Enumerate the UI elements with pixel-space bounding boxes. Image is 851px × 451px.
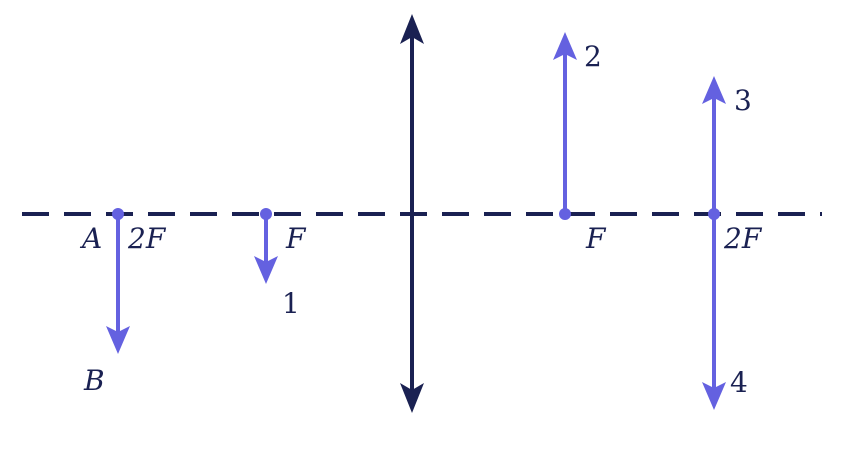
lens-top-arrowhead xyxy=(400,14,424,44)
arrow-4-head xyxy=(702,382,726,410)
label-point-a: A xyxy=(79,222,102,255)
converging-lens xyxy=(400,14,424,413)
image-arrow-3 xyxy=(702,76,726,212)
label-left-2f: 2F xyxy=(127,222,167,255)
label-right-f: F xyxy=(585,222,607,255)
label-arrow-3: 3 xyxy=(734,84,752,117)
label-arrow-1: 1 xyxy=(282,287,300,320)
point-f-left xyxy=(260,208,272,220)
object-arrowhead xyxy=(106,326,130,354)
label-arrow-4: 4 xyxy=(730,366,748,399)
label-left-f: F xyxy=(285,222,307,255)
label-arrow-2: 2 xyxy=(584,40,602,73)
image-arrow-1 xyxy=(254,216,278,284)
label-point-b: B xyxy=(83,364,105,397)
arrow-2-head xyxy=(553,32,577,60)
lens-bottom-arrowhead xyxy=(400,383,424,413)
arrow-1-head xyxy=(254,256,278,284)
image-arrow-2 xyxy=(553,32,577,212)
point-f-right xyxy=(559,208,571,220)
image-arrow-4 xyxy=(702,216,726,410)
arrow-3-head xyxy=(702,76,726,104)
object-arrow-ab xyxy=(106,216,130,354)
point-a-2f-left xyxy=(112,208,124,220)
label-right-2f: 2F xyxy=(723,222,763,255)
point-2f-right xyxy=(708,208,720,220)
